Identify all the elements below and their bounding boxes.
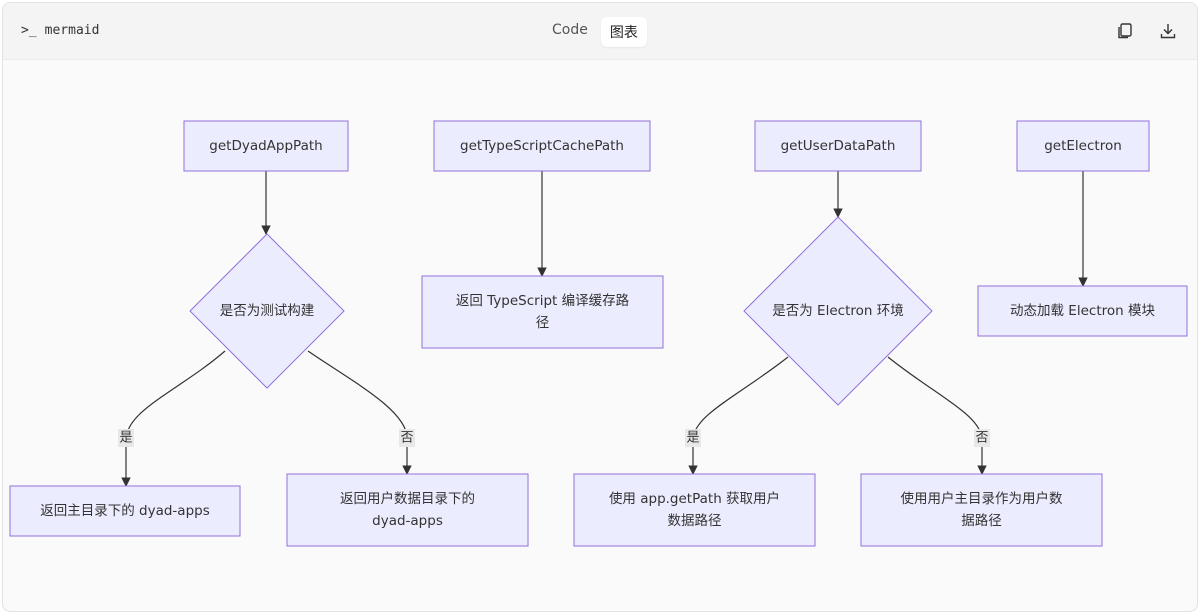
process-box [860,473,1103,547]
node-label: 返回主目录下的 dyad-apps [40,503,210,519]
process-box [421,275,664,349]
edge-label-background [399,429,415,447]
flow-node-b: getTypeScriptCachePath [433,120,651,172]
view-tabs: Code 图表 [543,17,647,47]
node-label: 使用 app.getPath 获取用户 [609,490,780,507]
code-block-toolbar: >_ mermaid Code 图表 [3,3,1197,60]
node-label: getElectron [1044,138,1122,154]
edge-e-i [121,350,226,487]
terminal-icon: >_ [21,23,37,38]
process-box [433,120,651,172]
process-box [977,285,1188,337]
node-label: 径 [536,315,550,331]
copy-button[interactable] [1113,19,1137,43]
language-name: mermaid [44,23,100,38]
node-label: 使用用户主目录作为用户数 [901,490,1063,507]
nodes-layer: getDyadAppPath getTypeScriptCachePath getU… [9,120,1188,547]
edge-label-background [685,429,701,447]
node-label: 是否为测试构建 [220,303,315,319]
language-label: >_ mermaid [21,23,99,38]
edge-label: 是 [119,431,132,446]
edge-label: 是 [686,431,699,446]
edge-labels-layer: 是否是否 [118,429,990,447]
flow-node-e: 是否为测试构建 [189,233,345,389]
edge-label: 否 [975,431,988,446]
node-label: 据路径 [961,513,1002,529]
edge-label-background [974,429,990,447]
node-label: 返回用户数据目录下的 [340,490,475,507]
edge-g-k [688,356,789,475]
node-label: 数据路径 [668,513,722,529]
download-icon [1160,24,1176,39]
edge-e-j [307,350,412,475]
flow-node-g: 是否为 Electron 环境 [743,216,933,406]
copy-icon [1118,23,1132,39]
process-box [183,120,349,172]
tab-code[interactable]: Code [552,22,588,38]
node-label: getDyadAppPath [209,138,322,154]
node-label: getTypeScriptCachePath [460,138,624,154]
edge-label-background [118,429,134,447]
download-button[interactable] [1156,19,1180,43]
flow-node-c: getUserDataPath [754,120,922,172]
flow-node-j: 返回用户数据目录下的 dyad-apps [286,473,529,547]
node-label: 动态加载 Electron 模块 [1010,303,1155,319]
process-box [573,473,816,547]
flow-node-d: getElectron [1016,120,1150,172]
flow-node-a: getDyadAppPath [183,120,349,172]
process-box [9,485,241,537]
node-label: dyad-apps [372,513,443,529]
flow-node-i: 返回主目录下的 dyad-apps [9,485,241,537]
edge-g-l [887,356,987,475]
node-label: 返回 TypeScript 编译缓存路 [456,293,630,309]
process-box [754,120,922,172]
decision-diamond [189,233,345,389]
process-box [1016,120,1150,172]
tab-diagram[interactable]: 图表 [600,17,647,47]
node-label: getUserDataPath [781,138,896,154]
edge-label: 否 [400,431,413,446]
node-label: 是否为 Electron 环境 [772,303,903,319]
process-box [286,473,529,547]
decision-diamond [743,216,933,406]
flow-node-h: 动态加载 Electron 模块 [977,285,1188,337]
